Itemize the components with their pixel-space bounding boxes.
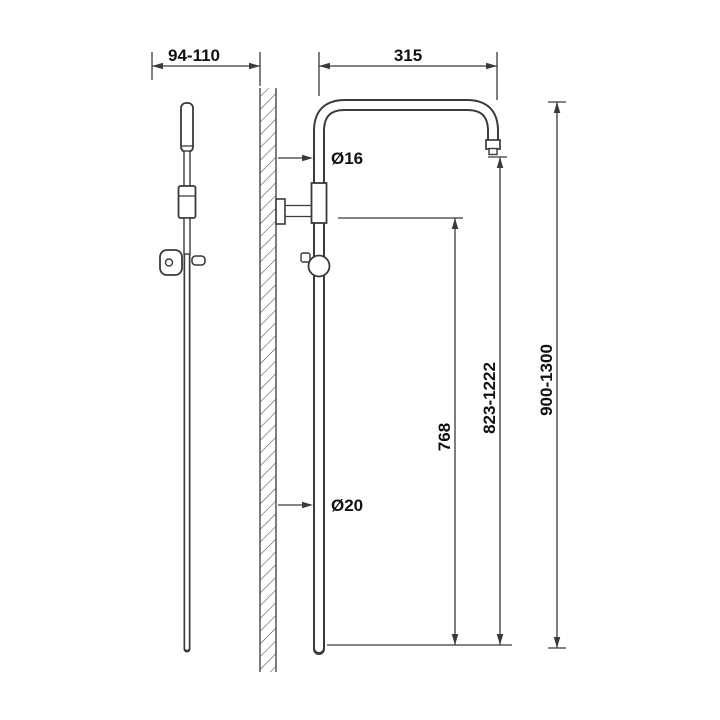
upper-rod [183, 150, 191, 188]
dimension-wall-offset: 94-110 [151, 46, 261, 86]
hand-shower-rail-side-view [159, 102, 206, 653]
wall-bracket-flange [275, 198, 286, 225]
diverter-nub [300, 252, 311, 263]
column-and-arm-fill [315, 101, 497, 652]
lower-rod [183, 217, 191, 255]
arrowhead-down [553, 637, 561, 648]
dim-label-upper-diameter: Ø16 [331, 149, 363, 168]
wall-section [259, 88, 277, 672]
arrowhead-down [496, 634, 504, 645]
holder-pin [191, 255, 206, 266]
shower-column-front-view [275, 99, 501, 655]
dimensions: 94-110 315 Ø16 Ø20 76 [151, 46, 566, 649]
connector-body [177, 185, 197, 219]
arrowhead-right [302, 501, 313, 509]
arrowhead-up [496, 157, 504, 168]
dim-label-wall-offset: 94-110 [168, 46, 220, 65]
dimension-upper-pipe-diameter: Ø16 [278, 149, 363, 168]
dim-label-lower-diameter: Ø20 [331, 496, 363, 515]
dim-label-rail-height: 768 [435, 423, 454, 451]
arrowhead-right [249, 62, 260, 70]
shower-head-nozzle [488, 147, 498, 156]
dimension-arm-reach: 315 [318, 46, 498, 100]
dim-label-arm-reach: 315 [394, 46, 422, 65]
arrowhead-right [486, 62, 497, 70]
dim-label-total-height: 900-1300 [537, 344, 556, 416]
column-and-arm-outline [313, 99, 499, 655]
arrowhead-left [152, 62, 163, 70]
dimension-total-height: 900-1300 [537, 101, 566, 649]
dim-label-outlet-height: 823-1222 [480, 362, 499, 434]
wall-hatch [260, 88, 276, 672]
arrowhead-up [451, 218, 459, 229]
holder-screw [164, 258, 174, 267]
dimension-lower-pipe-diameter: Ø20 [278, 496, 363, 515]
pipe-collar [310, 182, 328, 224]
diverter-knob [307, 254, 331, 278]
dimension-rail-height: 768 [338, 217, 463, 645]
arrowhead-down [451, 634, 459, 645]
hand-shower-handle [180, 102, 194, 153]
arrowhead-up [553, 102, 561, 113]
arrowhead-left [319, 62, 330, 70]
dimension-outlet-height: 823-1222 [480, 156, 507, 645]
arrowhead-right [302, 154, 313, 162]
shower-head-outlet [485, 139, 501, 150]
